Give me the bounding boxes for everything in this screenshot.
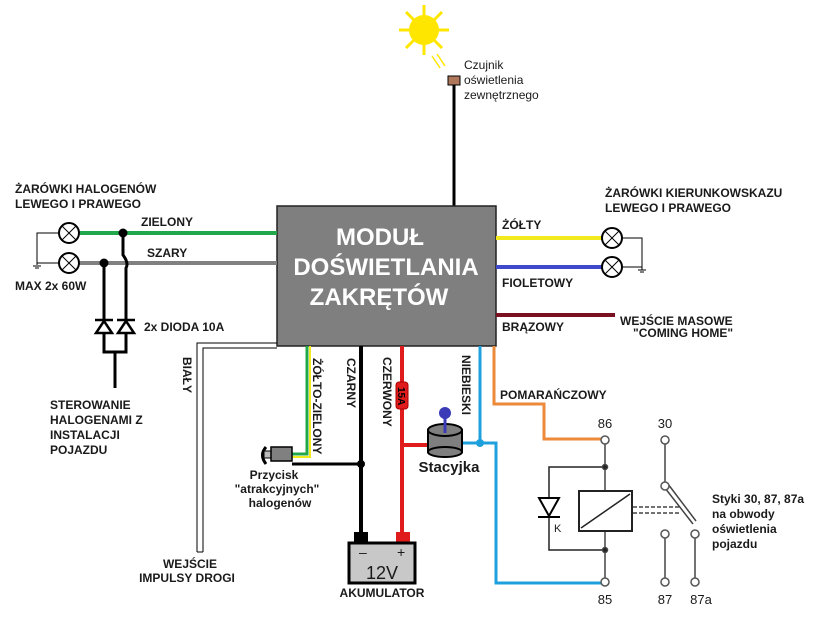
wire-orange: [492, 346, 603, 441]
control-label-1: STEROWANIE: [50, 398, 131, 412]
module-box: [276, 205, 497, 347]
fuse-icon: [395, 381, 409, 410]
wire-green-label: ZIELONY: [141, 215, 193, 229]
coming-home-label-2: "COMING HOME": [633, 326, 733, 340]
module-title-3: ZAKRĘTÓW: [310, 283, 449, 311]
pin-87-label: 87: [658, 592, 672, 607]
ignition-switch-icon[interactable]: [427, 407, 463, 458]
fuse-label: 15A: [395, 387, 406, 405]
terminal-87-inner: [660, 529, 670, 539]
halogen-button-icon[interactable]: [261, 446, 293, 465]
terminal-85: [600, 577, 610, 587]
wire-yellow-green-label: ŻÓŁTO-ZIELONY: [310, 358, 325, 454]
module-title-1: MODUŁ: [336, 224, 424, 251]
diode-label: 2x DIODA 10A: [144, 320, 225, 334]
sensor-label-3: zewnętrznego: [464, 88, 539, 102]
battery-voltage: 12V: [366, 563, 398, 583]
road-input-label-1: WEJŚCIE: [163, 556, 217, 571]
wire-yellow-green-stripe: [292, 346, 311, 458]
wire-red-label: CZERWONY: [380, 357, 394, 427]
contacts-label-4: pojazdu: [712, 537, 757, 551]
ground-right: [622, 237, 646, 273]
terminal-87a-inner: [690, 529, 700, 539]
battery-label: AKUMULATOR: [340, 586, 425, 600]
junction-blue: [476, 439, 484, 447]
relay-diode-k: K: [554, 523, 562, 535]
diode-icon-2: [115, 318, 137, 335]
wire-violet-label: FIOLETOWY: [502, 276, 573, 290]
wire-yellow-label: ŻÓŁTY: [502, 217, 541, 232]
battery-icon: [347, 532, 417, 585]
terminal-86: [600, 435, 610, 445]
contacts-label-3: oświetlenia: [712, 522, 777, 536]
contacts-label-2: na obwody: [712, 507, 775, 521]
sensor-label-1: Czujnik: [464, 58, 504, 72]
pin-87a-label: 87a: [690, 592, 712, 607]
terminal-87a: [690, 577, 700, 587]
terminal-30-inner: [660, 481, 670, 491]
module-title-2: DOŚWIETLANIA: [293, 253, 478, 281]
control-label-2: HALOGENAMI Z: [50, 413, 143, 427]
junction-black: [357, 460, 365, 468]
pin-30-label: 30: [658, 416, 672, 431]
turn-bulb-right: [601, 256, 623, 278]
terminal-87: [660, 577, 670, 587]
contacts-label-1: Styki 30, 87, 87a: [712, 492, 804, 506]
control-label-4: POJAZDU: [50, 443, 107, 457]
halogen-heading-2: LEWEGO I PRAWEGO: [15, 197, 141, 211]
button-label-3: halogenów: [249, 496, 312, 510]
pin-86-label: 86: [598, 416, 612, 431]
halogen-heading-1: ŻARÓWKI HALOGENÓW: [15, 181, 157, 196]
wire-blue: [478, 346, 602, 585]
button-label-1: Przycisk: [250, 468, 299, 482]
halogen-bulb-left: [58, 222, 80, 244]
ground-left: [33, 232, 59, 269]
wire-orange-label: POMARAŃCZOWY: [500, 387, 607, 402]
relay-terminals: [600, 435, 700, 587]
max-power-label: MAX 2x 60W: [15, 279, 87, 293]
relay-diode-icon: [537, 497, 561, 519]
relay: [548, 443, 697, 578]
wire-brown-label: BRĄZOWY: [502, 320, 564, 334]
road-input-label-2: IMPULSY DROGI: [139, 571, 235, 585]
control-label-3: INSTALACJI: [50, 428, 120, 442]
battery-minus: –: [359, 544, 367, 560]
coming-home-label-1: WEJŚCIE MASOWE: [620, 313, 733, 328]
wire-white: [196, 342, 277, 553]
sensor-label-2: oświetlenia: [464, 73, 524, 87]
turn-signal-heading-2: LEWEGO I PRAWEGO: [605, 201, 731, 215]
halogen-bulb-right: [58, 252, 80, 274]
terminal-30: [660, 435, 670, 445]
button-label-2: "atrakcyjnych": [235, 482, 320, 496]
sun-icon: [399, 5, 449, 69]
turn-bulb-left: [601, 227, 623, 249]
turn-signal-heading-1: ŻARÓWKI KIERUNKOWSKAZU: [605, 185, 782, 200]
pin-85-label: 85: [598, 592, 612, 607]
wire-blue-label: NIEBIESKI: [459, 355, 473, 415]
battery-plus: +: [397, 544, 405, 560]
wire-white-label: BIAŁY: [180, 357, 194, 393]
ignition-label: Stacyjka: [419, 459, 481, 476]
wire-gray-label: SZARY: [147, 246, 187, 260]
diode-icon-1: [93, 318, 115, 335]
wire-black-label: CZARNY: [344, 358, 358, 408]
light-sensor: [447, 75, 461, 86]
diode-branch: [99, 228, 129, 388]
wire-yellow-green: [292, 346, 309, 456]
